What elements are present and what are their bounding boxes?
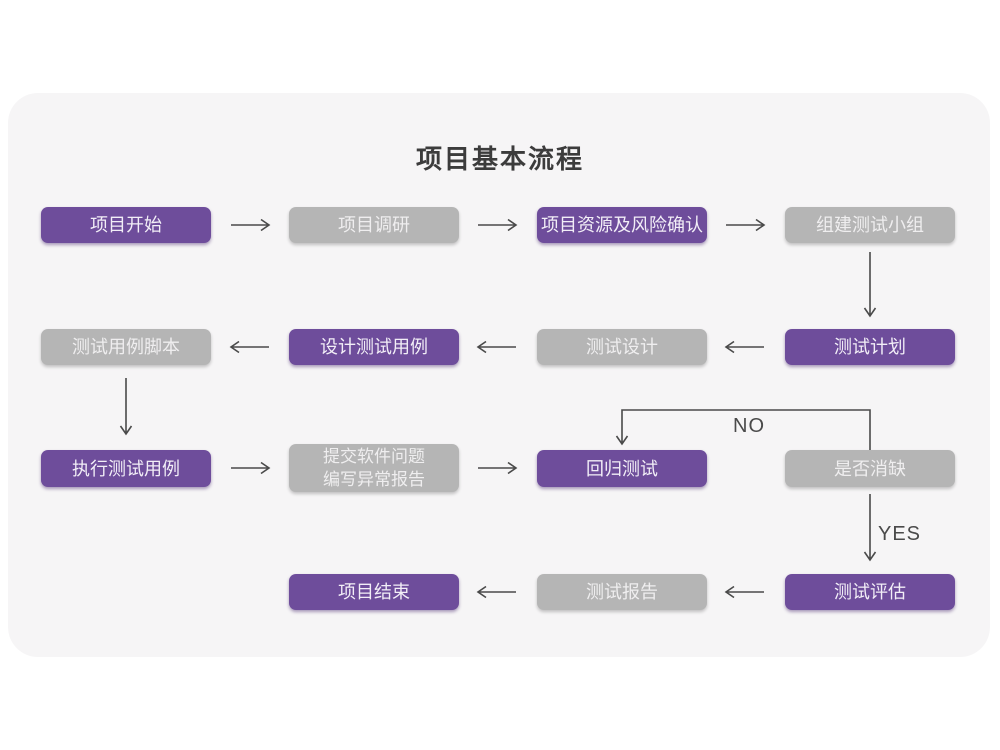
node-test-evaluate: 测试评估 xyxy=(785,574,955,610)
node-label: 测试报告 xyxy=(586,582,658,602)
branch-label-no: NO xyxy=(733,415,765,437)
node-resource-risk: 项目资源及风险确认 xyxy=(537,207,707,243)
node-submit-issues: 提交软件问题 编写异常报告 xyxy=(289,444,459,492)
node-label: 项目资源及风险确认 xyxy=(541,215,703,235)
node-label: 测试用例脚本 xyxy=(72,337,180,357)
node-build-team: 组建测试小组 xyxy=(785,207,955,243)
node-label-line2: 编写异常报告 xyxy=(323,470,425,489)
node-case-script: 测试用例脚本 xyxy=(41,329,211,365)
node-execute-cases: 执行测试用例 xyxy=(41,450,211,487)
node-label: 测试评估 xyxy=(834,582,906,602)
flowchart-card xyxy=(8,93,990,657)
node-project-research: 项目调研 xyxy=(289,207,459,243)
node-label: 组建测试小组 xyxy=(816,215,924,235)
branch-label-yes: YES xyxy=(878,523,922,545)
node-label: 项目调研 xyxy=(338,215,410,235)
node-test-report: 测试报告 xyxy=(537,574,707,610)
node-label: 回归测试 xyxy=(586,458,658,479)
node-defect-cleared: 是否消缺 xyxy=(785,450,955,487)
node-design-cases: 设计测试用例 xyxy=(289,329,459,365)
node-label: 测试设计 xyxy=(586,337,658,357)
node-project-start: 项目开始 xyxy=(41,207,211,243)
node-project-end: 项目结束 xyxy=(289,574,459,610)
node-label: 项目开始 xyxy=(90,215,162,235)
node-label-line1: 提交软件问题 xyxy=(323,447,425,466)
node-regression-test: 回归测试 xyxy=(537,450,707,487)
node-label: 执行测试用例 xyxy=(72,458,180,479)
node-label: 测试计划 xyxy=(834,337,906,357)
page-title: 项目基本流程 xyxy=(415,144,584,174)
node-label: 设计测试用例 xyxy=(320,337,428,357)
node-test-plan: 测试计划 xyxy=(785,329,955,365)
node-test-design: 测试设计 xyxy=(537,329,707,365)
node-label: 项目结束 xyxy=(338,582,410,602)
node-label: 是否消缺 xyxy=(834,458,906,479)
